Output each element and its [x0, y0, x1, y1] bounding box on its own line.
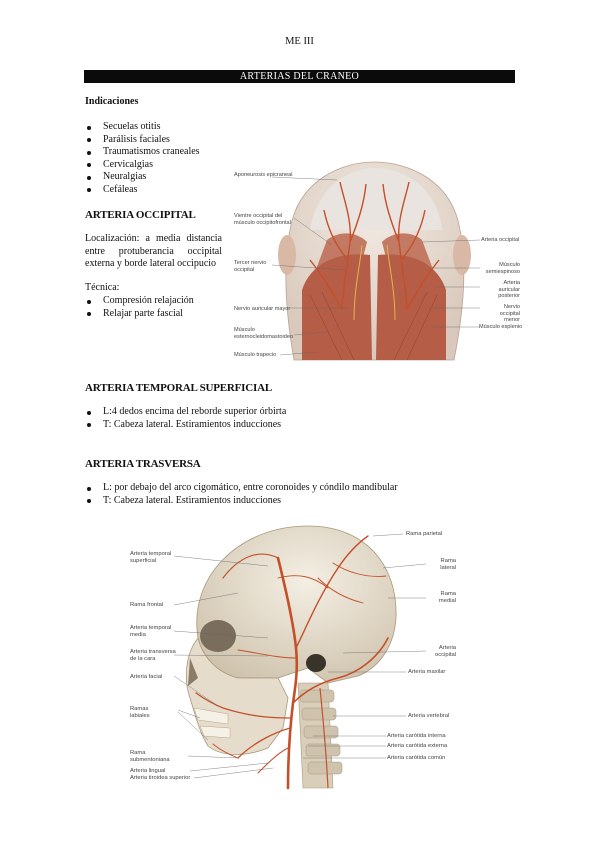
fig2-label: Arteria tiroidea superior [130, 775, 191, 781]
fig1-label: Arteria auricular posterior [498, 280, 520, 299]
fig1-label: Nervio occipital menor [499, 304, 520, 323]
page-header: ME III [285, 36, 314, 47]
fig2-label: Ramas labiales [130, 706, 150, 719]
occipital-tecnica-label: Técnica: [85, 282, 120, 293]
indicaciones-title: Indicaciones [85, 96, 139, 107]
trasversa-list: L: por debajo del arco cigomático, entre… [85, 482, 398, 507]
indicaciones-list: Secuelas otitis Parálisis faciales Traum… [85, 121, 200, 197]
fig2-label: Arteria carótida externa [387, 743, 448, 749]
occipital-localizacion: Localización: a media distancia entre pr… [85, 233, 222, 269]
list-item: L: por debajo del arco cigomático, entre… [85, 482, 398, 495]
list-item: Traumatismos craneales [85, 146, 200, 159]
temporal-title: ARTERIA TEMPORAL SUPERFICIAL [85, 382, 272, 394]
list-item: T: Cabeza lateral. Estiramientos inducci… [85, 495, 398, 508]
list-item: Cefáleas [85, 184, 200, 197]
fig2-label: Arteria lingual [130, 768, 166, 774]
skull-illustration [173, 525, 427, 790]
fig2-label: Rama frontal [130, 602, 164, 608]
fig1-label: Aponeurosis epicraneal [234, 172, 293, 178]
skull-figure: Arteria temporal superficial Rama fronta… [128, 518, 458, 790]
list-item: Neuralgias [85, 171, 200, 184]
list-item: Relajar parte fascial [85, 308, 194, 321]
section-bar: ARTERIAS DEL CRANEO [84, 70, 515, 83]
fig2-label: Arteria carótida interna [387, 733, 446, 739]
fig1-label: Arteria occipital [481, 237, 520, 243]
fig2-label: Arteria temporal superficial [130, 551, 172, 564]
fig2-label: Rama lateral [440, 558, 456, 571]
temporal-list: L:4 dedos encima del reborde superior ór… [85, 406, 286, 431]
list-item: L:4 dedos encima del reborde superior ór… [85, 406, 286, 419]
list-item: Cervicalgias [85, 159, 200, 172]
fig1-label: Tercer nervio occipital [234, 260, 267, 273]
fig1-label: Músculo esplenio [479, 324, 523, 330]
fig1-label: Vientre occipital del músculo occipitofr… [234, 213, 291, 226]
list-item: Compresión relajación [85, 295, 194, 308]
fig2-label: Arteria transversa de la cara [130, 649, 176, 662]
list-item: T: Cabeza lateral. Estiramientos inducci… [85, 419, 286, 432]
list-item: Parálisis faciales [85, 134, 200, 147]
fig1-label: Músculo semiespinoso [485, 262, 520, 275]
occipital-tecnica-list: Compresión relajación Relajar parte fasc… [85, 295, 194, 320]
fig2-label: Rama medial [438, 591, 456, 604]
fig1-label: Nervio auricular mayor [234, 306, 291, 312]
fig2-label: Arteria maxilar [408, 669, 446, 675]
fig2-label: Arteria vertebral [408, 713, 450, 719]
occipital-illustration [271, 161, 481, 361]
occipital-figure: Aponeurosis epicraneal Vientre occipital… [232, 160, 522, 370]
fig2-label: Rama parietal [406, 531, 443, 537]
fig2-label: Arteria carótida común [387, 755, 446, 761]
fig2-label: Arteria temporal media [130, 625, 172, 638]
fig2-label: Arteria facial [130, 674, 163, 680]
fig1-label: Músculo trapecio [234, 352, 277, 358]
list-item: Secuelas otitis [85, 121, 200, 134]
fig2-label: Arteria occipital [435, 645, 456, 658]
trasversa-title: ARTERIA TRASVERSA [85, 458, 201, 470]
fig2-label: Rama submentoniana [130, 750, 170, 763]
fig1-label: Músculo esternocleidomastoideo [234, 327, 294, 340]
occipital-title: ARTERIA OCCIPITAL [85, 209, 196, 221]
